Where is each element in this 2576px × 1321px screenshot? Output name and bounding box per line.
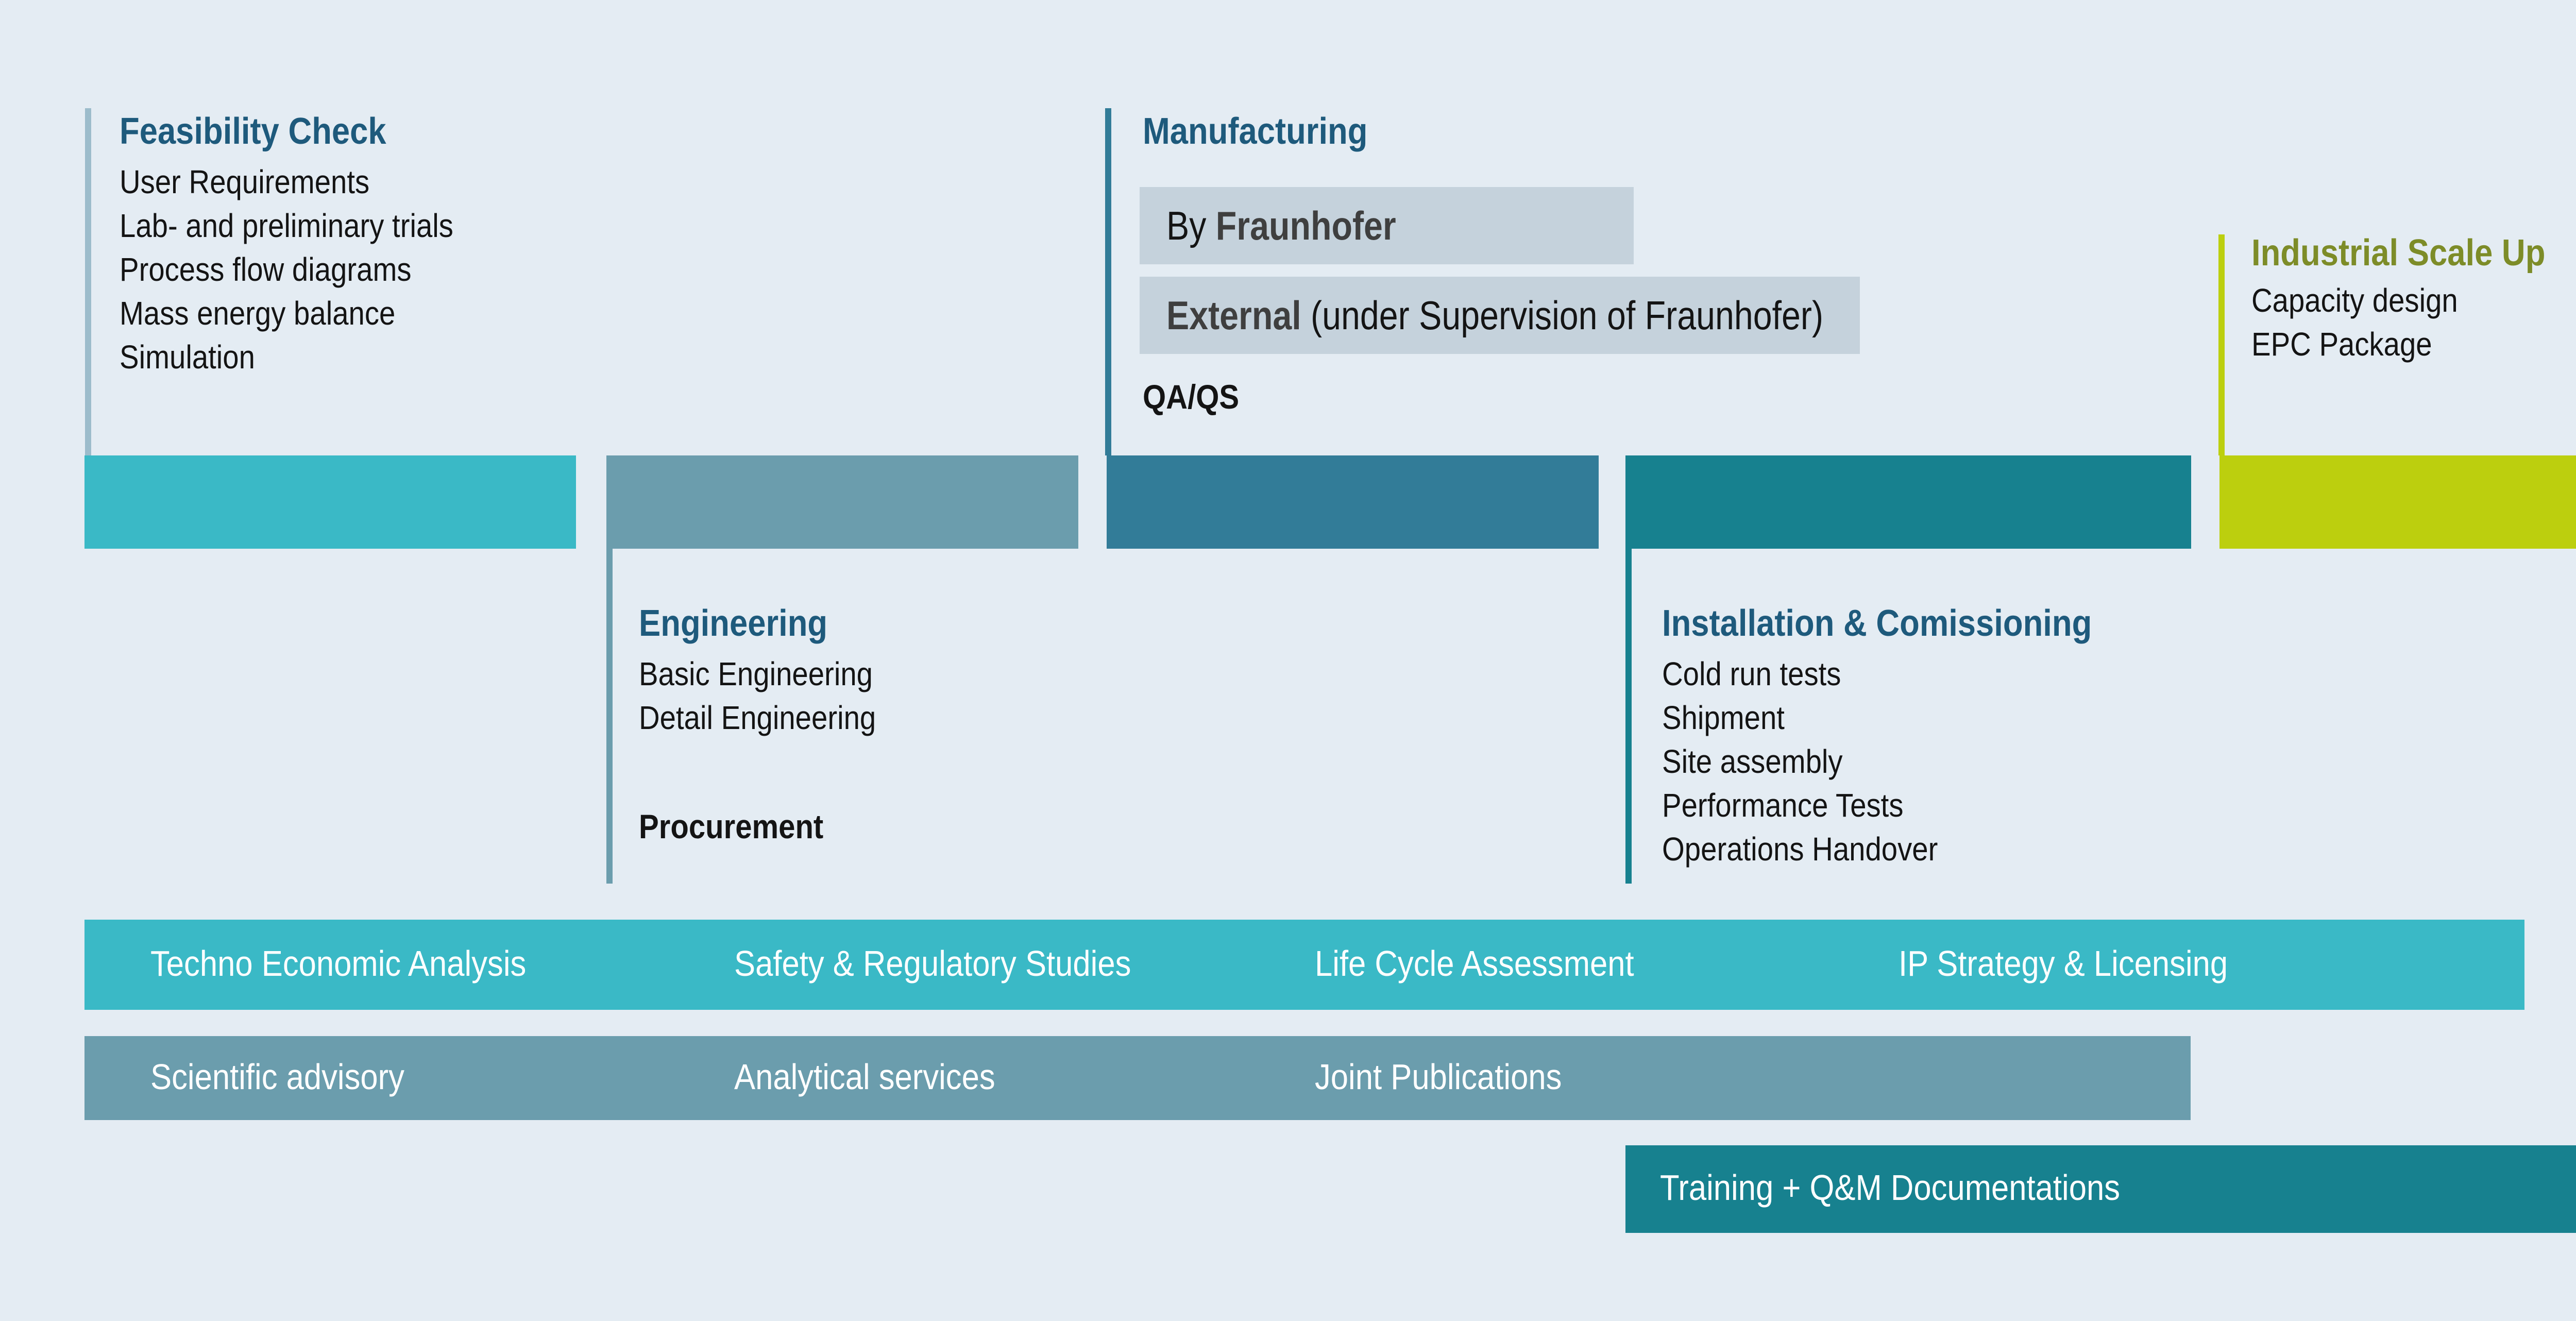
installation-title: Installation & Comissioning bbox=[1662, 603, 2092, 644]
engineering-procurement-label: Procurement bbox=[639, 807, 824, 845]
scaleup-item-list: Capacity design EPC Package bbox=[2251, 279, 2458, 366]
box-text-normal: (under Supervision of Fraunhofer) bbox=[1301, 292, 1824, 338]
list-item: Detail Engineering bbox=[639, 699, 876, 736]
list-item: Site assembly bbox=[1662, 743, 1843, 780]
scaleup-connector-line bbox=[2218, 234, 2225, 455]
installation-connector-line bbox=[1625, 549, 1632, 884]
list-item: Performance Tests bbox=[1662, 787, 1904, 824]
bar-label: Safety & Regulatory Studies bbox=[734, 943, 1131, 984]
box-text-bold: Fraunhofer bbox=[1215, 202, 1396, 248]
bar-label: Analytical services bbox=[734, 1056, 995, 1097]
list-item: Shipment bbox=[1662, 699, 1785, 736]
list-item: User Requirements bbox=[120, 163, 370, 200]
box-text: External (under Supervision of Fraunhofe… bbox=[1166, 292, 1823, 339]
box-text: By Fraunhofer bbox=[1166, 202, 1396, 249]
bar-label: Life Cycle Assessment bbox=[1315, 943, 1634, 984]
support-bar-advisory: Scientific advisory Analytical services … bbox=[84, 1036, 2191, 1120]
bar-label: Training + Q&M Documentations bbox=[1660, 1167, 2121, 1208]
phase-bar-engineering bbox=[606, 455, 1078, 549]
phase-bar-feasibility bbox=[84, 455, 576, 549]
list-item: Basic Engineering bbox=[639, 655, 873, 692]
list-item: Mass energy balance bbox=[120, 295, 396, 332]
bar-label: IP Strategy & Licensing bbox=[1899, 943, 2228, 984]
box-text-bold: External bbox=[1166, 292, 1301, 338]
manufacturing-external-box: External (under Supervision of Fraunhofe… bbox=[1140, 277, 1860, 354]
manufacturing-title: Manufacturing bbox=[1143, 111, 1368, 152]
list-item: Process flow diagrams bbox=[120, 251, 412, 288]
list-item: Cold run tests bbox=[1662, 655, 1841, 692]
manufacturing-qaqs-label: QA/QS bbox=[1143, 378, 1240, 416]
manufacturing-connector-line bbox=[1105, 108, 1111, 455]
engineering-title: Engineering bbox=[639, 603, 828, 644]
list-item: Lab- and preliminary trials bbox=[120, 207, 453, 244]
list-item: Simulation bbox=[120, 338, 255, 376]
bar-label: Techno Economic Analysis bbox=[150, 943, 527, 984]
support-bar-analysis: Techno Economic Analysis Safety & Regula… bbox=[84, 920, 2524, 1010]
list-item: Operations Handover bbox=[1662, 831, 1938, 868]
box-text-normal: By bbox=[1166, 202, 1216, 248]
manufacturing-by-fraunhofer-box: By Fraunhofer bbox=[1140, 187, 1634, 264]
engineering-connector-line bbox=[606, 549, 613, 884]
list-item: EPC Package bbox=[2251, 326, 2432, 363]
phase-bar-manufacturing bbox=[1107, 455, 1599, 549]
feasibility-item-list: User Requirements Lab- and preliminary t… bbox=[120, 160, 453, 379]
bar-label: Joint Publications bbox=[1315, 1056, 1562, 1097]
list-item: Capacity design bbox=[2251, 282, 2458, 319]
bar-label: Scientific advisory bbox=[150, 1056, 404, 1097]
feasibility-connector-line bbox=[85, 108, 91, 455]
feasibility-title: Feasibility Check bbox=[120, 111, 386, 152]
phase-bar-installation bbox=[1625, 455, 2191, 549]
installation-item-list: Cold run tests Shipment Site assembly Pe… bbox=[1662, 652, 1938, 871]
scaleup-title: Industrial Scale Up bbox=[2251, 232, 2546, 274]
engineering-item-list: Basic Engineering Detail Engineering bbox=[639, 652, 876, 740]
phase-bar-scaleup-arrow bbox=[2219, 455, 2576, 549]
support-bar-training: Training + Q&M Documentations bbox=[1625, 1145, 2576, 1233]
